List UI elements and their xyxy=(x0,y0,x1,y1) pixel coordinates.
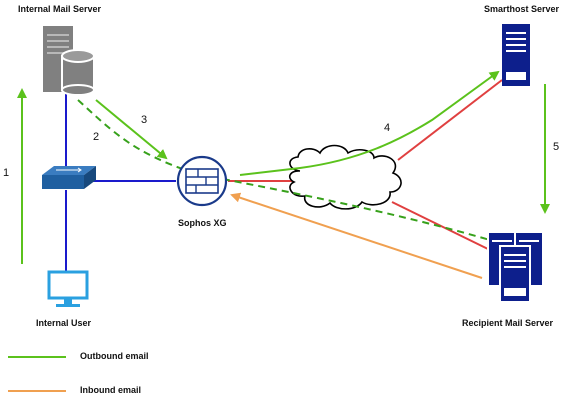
legend-outbound-label: Outbound email xyxy=(80,351,149,361)
recipient-mail-server-icon xyxy=(487,231,544,303)
inbound-arrow xyxy=(230,192,483,279)
internal-mail-server-icon xyxy=(43,26,95,96)
internet-cloud-icon xyxy=(288,144,402,210)
recipient-mail-server-label: Recipient Mail Server xyxy=(462,318,554,328)
internal-user-monitor-icon xyxy=(47,270,89,307)
step-2-label: 2 xyxy=(93,131,100,143)
internal-user-label: Internal User xyxy=(36,318,92,328)
step-1-label: 1 xyxy=(3,167,10,179)
sophos-xg-firewall-icon xyxy=(176,155,228,207)
internal-mail-server-label: Internal Mail Server xyxy=(18,4,102,14)
step-3-label: 3 xyxy=(141,114,148,126)
switch-icon xyxy=(42,166,96,189)
smarthost-server-icon xyxy=(502,24,530,86)
legend-inbound-label: Inbound email xyxy=(80,385,142,395)
step-3-arrow xyxy=(95,99,168,160)
smarthost-server-label: Smarthost Server xyxy=(484,4,560,14)
link-cloud-smarthost xyxy=(397,79,503,161)
step-4-arrow xyxy=(239,70,500,176)
step-4-label: 4 xyxy=(384,122,391,134)
step-5-label: 5 xyxy=(553,141,560,153)
sophos-xg-label: Sophos XG xyxy=(178,218,227,228)
